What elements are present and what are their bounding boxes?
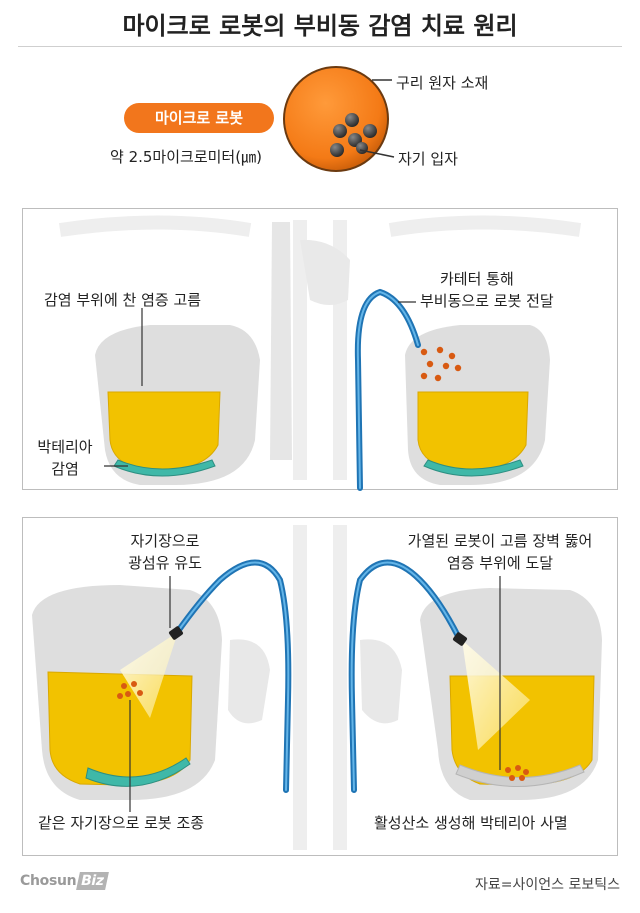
inflamed-label: 감염 부위에 찬 염증 고름 — [44, 291, 202, 309]
guided-robots-left — [117, 681, 143, 699]
bacteria-label-1: 박테리아 — [37, 438, 93, 456]
heated-label-1: 가열된 로봇이 고름 장벽 뚫어 — [407, 532, 593, 550]
ros-label: 활성산소 생성해 박테리아 사멸 — [374, 814, 568, 832]
nasal-septum-1 — [270, 222, 292, 460]
fiber-label-2: 광섬유 유도 — [128, 554, 202, 572]
nasal-concha-left — [228, 639, 270, 724]
magnet-label: 자기 입자 — [398, 150, 458, 168]
left-fiber-tip — [169, 626, 183, 640]
catheter-label-2: 부비동으로 로봇 전달 — [420, 292, 554, 310]
right-light-beam — [462, 640, 530, 750]
robot-name-badge: 마이크로 로봇 — [124, 103, 274, 133]
left-bacteria-layer — [113, 459, 216, 477]
heated-label-2: 염증 부위에 도달 — [446, 554, 554, 572]
bacteria-label-2: 감염 — [51, 460, 79, 478]
copper-label: 구리 원자 소재 — [396, 74, 489, 92]
delivered-robots — [420, 346, 462, 382]
nasal-concha-1 — [300, 239, 350, 305]
fiber-label-1: 자기장으로 — [130, 532, 200, 550]
magnetic-particles — [330, 113, 377, 157]
skull-background-2 — [293, 525, 347, 850]
control-label: 같은 자기장으로 로봇 조종 — [38, 814, 205, 832]
robot-illustration — [283, 66, 395, 172]
right-fiber-tip — [453, 632, 467, 646]
right-bacteria-layer — [423, 459, 524, 477]
robot-size-label: 약 2.5마이크로미터(㎛) — [110, 148, 262, 166]
magnet-leader-line — [359, 149, 395, 158]
right-cleared-layer — [455, 764, 585, 787]
nasal-concha-right — [360, 639, 402, 724]
left-light-beam — [120, 632, 178, 718]
title-divider — [18, 46, 622, 47]
left-bacteria-layer-2 — [85, 757, 191, 787]
catheter-label-1: 카테터 통해 — [440, 270, 514, 288]
source-credit: 자료=사이언스 로보틱스 — [475, 877, 620, 893]
active-robots-right — [505, 765, 529, 781]
page-title: 마이크로 로봇의 부비동 감염 치료 원리 — [122, 12, 518, 40]
